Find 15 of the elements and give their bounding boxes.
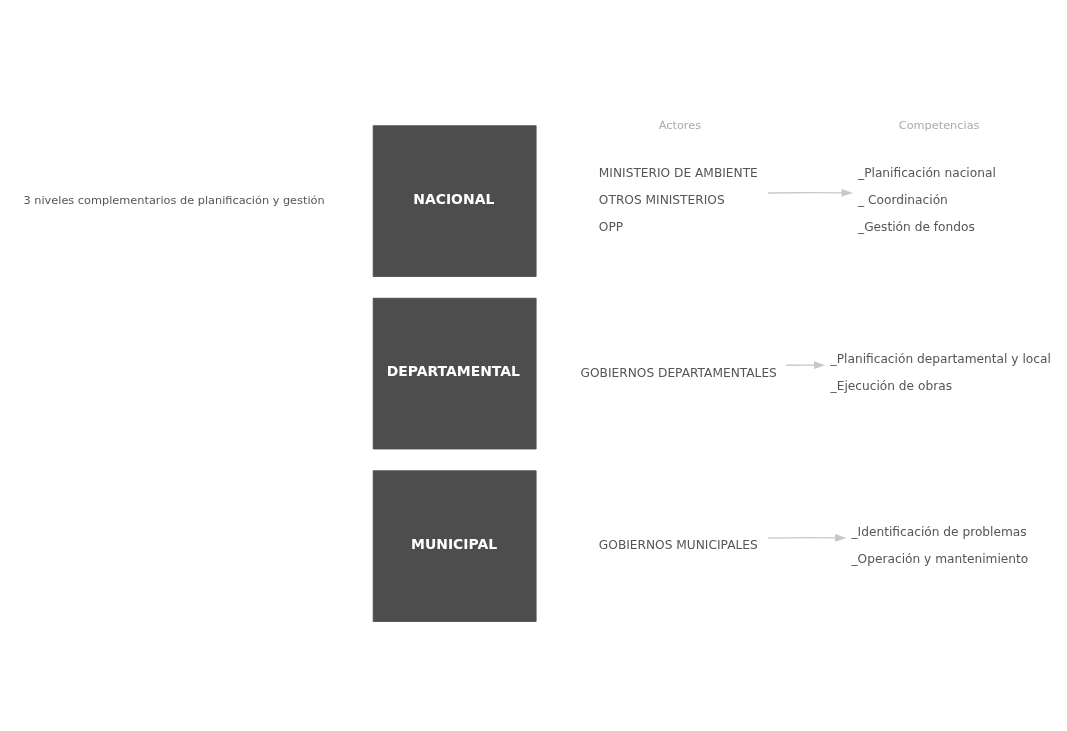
node-box: DEPARTAMENTAL	[372, 297, 537, 449]
arrow	[767, 533, 847, 542]
label: 3 niveles complementarios de planificación y gestión	[23, 192, 325, 207]
node-text: GOBIERNOS MUNICIPALES	[598, 537, 758, 552]
arrow	[785, 360, 826, 369]
node-text: _Planificación departamental y local _Ejecución de obras	[830, 351, 1051, 393]
node-text: _Planificación nacional _ Coordinación _Gestión de fondos	[858, 165, 996, 234]
arrow	[767, 188, 853, 197]
node-text: MINISTERIO DE AMBIENTE OTROS MINISTERIOS OPP	[598, 165, 758, 234]
node-box: MUNICIPAL	[372, 469, 537, 622]
label: Actores	[658, 117, 702, 132]
node-text: GOBIERNOS DEPARTAMENTALES	[580, 365, 777, 380]
label: Competencias	[898, 117, 980, 132]
node-box: NACIONAL	[372, 124, 537, 277]
node-text: _Identificación de problemas _Operación y mantenimiento	[851, 524, 1029, 566]
